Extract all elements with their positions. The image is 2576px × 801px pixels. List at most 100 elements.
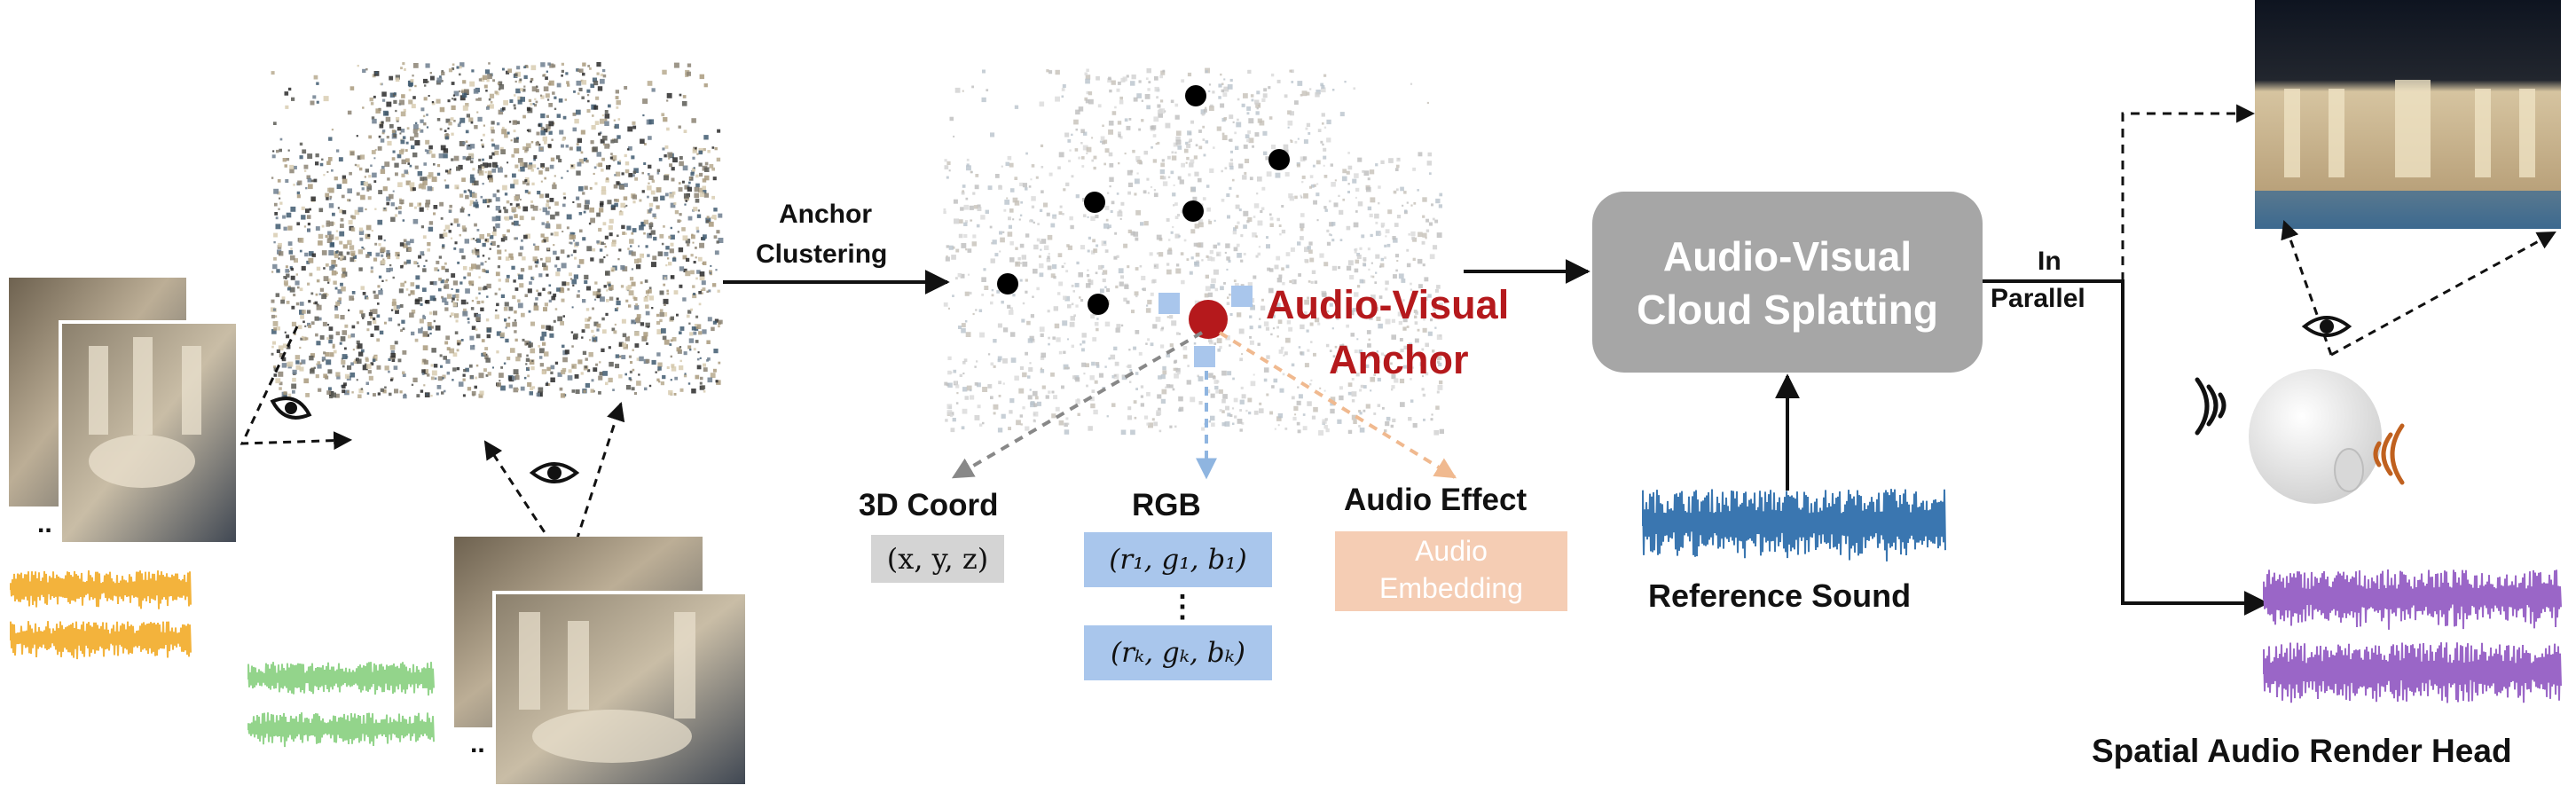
cloud-point — [990, 396, 993, 400]
cloud-point — [1380, 257, 1385, 262]
cloud-point — [1217, 348, 1221, 352]
cloud-point — [282, 158, 287, 162]
cloud-point — [1106, 288, 1111, 292]
cloud-point — [1083, 214, 1087, 217]
cloud-point — [1126, 300, 1130, 304]
cloud-point — [525, 143, 531, 149]
cloud-point — [538, 344, 541, 348]
cloud-point — [367, 370, 372, 374]
cloud-point — [1310, 341, 1313, 343]
cloud-point — [670, 355, 672, 358]
cloud-point — [546, 273, 549, 277]
cloud-point — [1079, 296, 1081, 299]
cloud-point — [1334, 345, 1338, 349]
cloud-point — [1378, 201, 1380, 205]
cloud-point — [284, 91, 289, 96]
cloud-point — [1108, 357, 1111, 360]
cloud-point — [1312, 164, 1315, 168]
cloud-point — [452, 94, 455, 97]
cloud-point — [1144, 94, 1151, 99]
splat-box-title-2: Cloud Splatting — [1637, 287, 1938, 333]
cloud-point — [1397, 158, 1400, 161]
cloud-point — [679, 331, 682, 334]
cloud-point — [1130, 231, 1135, 236]
cloud-point — [664, 339, 670, 345]
cloud-point — [707, 150, 711, 153]
cloud-point — [991, 288, 994, 292]
cloud-point — [356, 135, 358, 137]
cloud-point — [1377, 404, 1381, 407]
cloud-point — [1306, 329, 1309, 333]
cloud-point — [517, 353, 522, 357]
cloud-point — [1385, 280, 1389, 285]
cloud-point — [348, 220, 353, 225]
cloud-point — [453, 155, 459, 161]
cloud-point — [1414, 321, 1418, 325]
cloud-point — [615, 364, 620, 369]
cloud-point — [1211, 278, 1216, 284]
cloud-point — [631, 251, 636, 256]
cloud-point — [526, 367, 530, 371]
cloud-point — [1198, 219, 1204, 224]
cloud-point — [648, 202, 654, 208]
cloud-point — [530, 200, 533, 203]
cloud-point — [546, 325, 551, 331]
cloud-point — [1088, 426, 1093, 431]
cloud-point — [505, 338, 509, 343]
cloud-point — [1162, 69, 1166, 73]
cloud-point — [1161, 159, 1165, 162]
cloud-point — [1138, 351, 1143, 356]
cloud-point — [698, 291, 702, 294]
cloud-point — [469, 177, 475, 184]
cloud-point — [1374, 281, 1378, 284]
cloud-point — [512, 120, 517, 125]
cloud-point — [1050, 372, 1055, 377]
cloud-point — [504, 249, 507, 252]
cloud-point — [400, 111, 406, 117]
cloud-point — [569, 241, 571, 244]
cloud-point — [1178, 396, 1183, 402]
cloud-point — [1236, 194, 1239, 198]
cloud-point — [1190, 229, 1196, 234]
cloud-point — [484, 171, 487, 174]
cloud-point — [1368, 355, 1371, 358]
cloud-point — [694, 186, 700, 192]
cloud-point — [1376, 350, 1378, 353]
cloud-point — [599, 372, 603, 376]
cloud-point — [1406, 248, 1410, 252]
cloud-point — [634, 343, 640, 348]
cloud-point — [530, 80, 532, 83]
cloud-point — [1088, 98, 1094, 105]
cloud-point — [405, 240, 411, 246]
cloud-point — [1274, 428, 1276, 430]
cloud-point — [361, 313, 365, 318]
cloud-point — [693, 261, 696, 264]
cloud-point — [1039, 263, 1044, 269]
cloud-point — [666, 289, 669, 293]
cloud-point — [1114, 361, 1119, 366]
cloud-point — [1425, 372, 1429, 376]
cloud-point — [474, 180, 479, 186]
cloud-point — [1096, 318, 1099, 320]
cloud-point — [501, 126, 505, 130]
cloud-point — [963, 358, 968, 362]
cloud-point — [695, 174, 699, 178]
cloud-point — [670, 242, 674, 247]
cloud-point — [578, 186, 584, 192]
cloud-point — [668, 235, 671, 239]
cloud-point — [1414, 315, 1418, 318]
cloud-point — [539, 363, 544, 367]
cloud-point — [961, 191, 965, 195]
cloud-point — [640, 253, 644, 258]
cloud-point — [546, 123, 551, 130]
cloud-point — [470, 174, 475, 179]
cloud-point — [1365, 404, 1370, 409]
cloud-point — [679, 93, 682, 97]
cloud-point — [450, 117, 454, 121]
cloud-point — [431, 177, 437, 183]
cloud-point — [390, 349, 395, 355]
cloud-point — [472, 168, 475, 171]
cloud-point — [1077, 412, 1080, 416]
cloud-point — [496, 189, 500, 193]
cloud-point — [461, 92, 467, 98]
